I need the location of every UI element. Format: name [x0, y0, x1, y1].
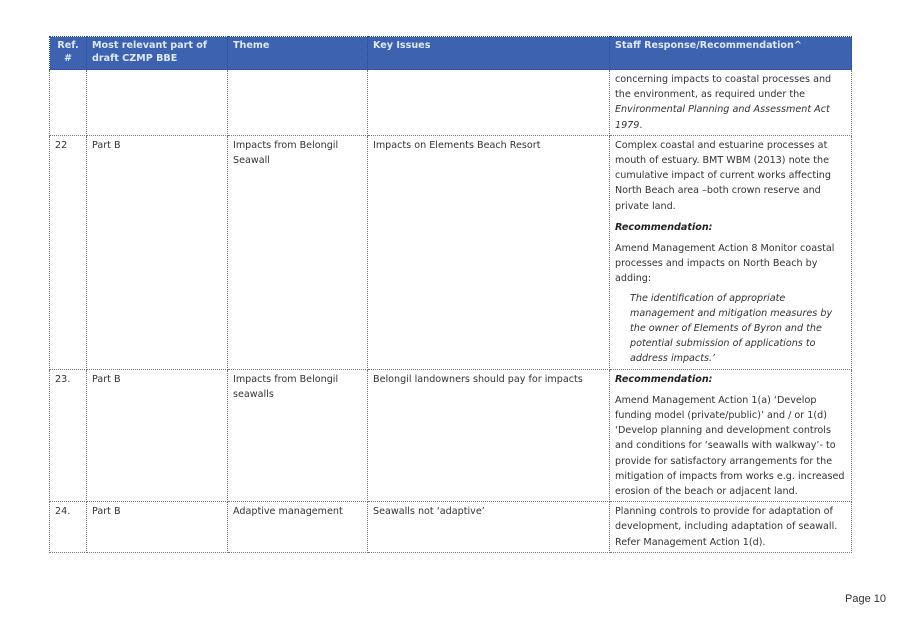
- response-cell: Complex coastal and estuarine processes …: [609, 134, 852, 370]
- ref-cell: 23.: [49, 368, 87, 503]
- recommendation-label: Recommendation:: [615, 221, 713, 233]
- response-text-a: concerning impacts to coastal processes …: [615, 74, 832, 101]
- recommendation-quote: The identification of appropriate manage…: [630, 292, 833, 365]
- response-text: concerning impacts to coastal processes …: [615, 72, 846, 133]
- issues-cell: [367, 69, 610, 136]
- response-cell: Planning controls to provide for adaptat…: [609, 501, 852, 553]
- recommendation-text: Amend Management Action 8 Monitor coasta…: [615, 243, 835, 285]
- part-cell: Part B: [86, 134, 228, 370]
- theme-cell: Adaptive management: [227, 501, 368, 553]
- recommendation-text: Amend Management Action 1(a) ‘Develop fu…: [615, 394, 845, 498]
- response-cell: Recommendation: Amend Management Action …: [609, 368, 852, 503]
- act-name: Environmental Planning and Assessment Ac…: [615, 104, 830, 131]
- issues-cell: Impacts on Elements Beach Resort: [367, 134, 610, 370]
- table-row: 23. Part B Impacts from Belongil seawall…: [49, 368, 852, 503]
- response-text-end: .: [639, 119, 643, 131]
- part-cell: [86, 69, 228, 136]
- ref-cell: [49, 69, 87, 136]
- header-ref: Ref. #: [49, 36, 87, 70]
- ref-cell: 24.: [49, 501, 87, 553]
- ref-cell: 22: [49, 134, 87, 370]
- response-text: Planning controls to provide for adaptat…: [615, 506, 838, 548]
- issues-cell: Belongil landowners should pay for impac…: [367, 368, 610, 503]
- theme-cell: Impacts from Belongil seawalls: [227, 368, 368, 503]
- header-key-issues: Key Issues: [367, 36, 610, 70]
- table-row: 24. Part B Adaptive management Seawalls …: [49, 501, 852, 553]
- header-part: Most relevant part of draft CZMP BBE: [86, 36, 228, 70]
- table-row: 22 Part B Impacts from Belongil Seawall …: [49, 134, 852, 370]
- recommendation-label: Recommendation:: [615, 373, 713, 385]
- theme-cell: [227, 69, 368, 136]
- issues-cell: Seawalls not ‘adaptive’: [367, 501, 610, 553]
- header-theme: Theme: [227, 36, 368, 70]
- header-staff-response: Staff Response/Recommendation^: [609, 36, 852, 70]
- table-header-row: Ref. # Most relevant part of draft CZMP …: [49, 36, 852, 70]
- response-table: Ref. # Most relevant part of draft CZMP …: [49, 36, 852, 553]
- theme-cell: Impacts from Belongil Seawall: [227, 134, 368, 370]
- response-cell: concerning impacts to coastal processes …: [609, 69, 852, 136]
- part-cell: Part B: [86, 501, 228, 553]
- response-text: Complex coastal and estuarine processes …: [615, 139, 831, 212]
- page-number: Page 10: [845, 593, 886, 605]
- table-row: concerning impacts to coastal processes …: [49, 69, 852, 136]
- part-cell: Part B: [86, 368, 228, 503]
